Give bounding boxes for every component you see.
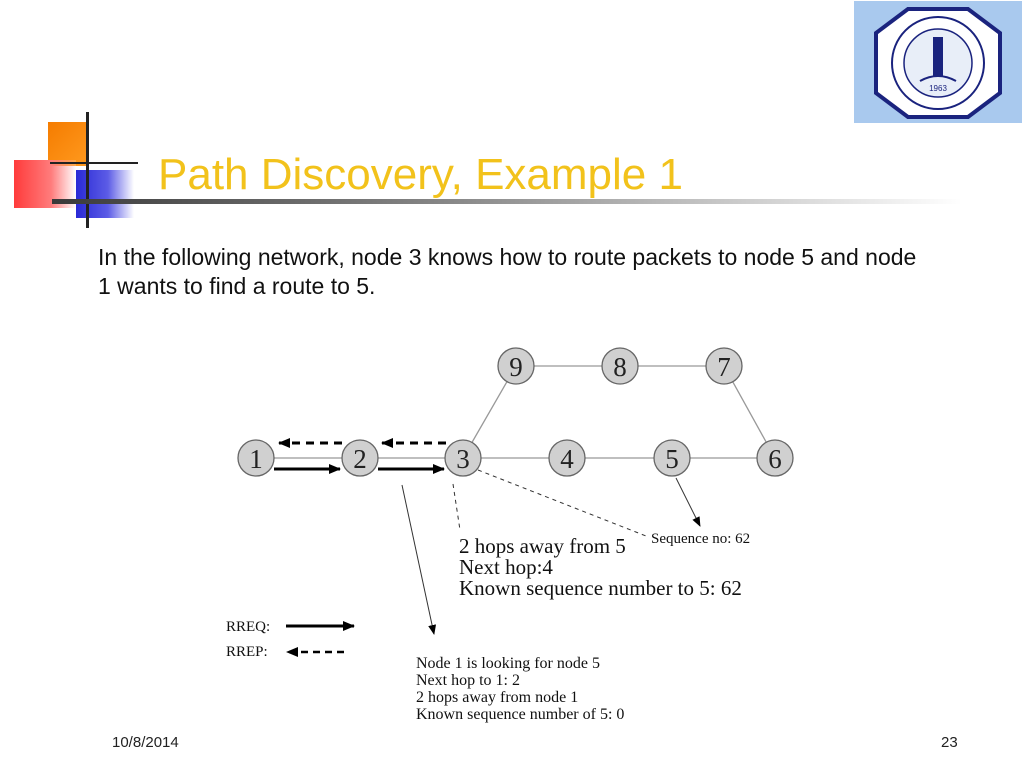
node-8: 8 (601, 347, 639, 385)
node1-annotation-line2: Next hop to 1: 2 (416, 672, 520, 689)
annotation-pointers (401, 469, 701, 635)
node1-annotation: Node 1 is looking for node 5 Next hop to… (416, 655, 624, 723)
node1-annotation-line1: Node 1 is looking for node 5 (416, 655, 600, 672)
node3-annotation-line3: Known sequence number to 5: 62 (459, 576, 742, 600)
university-seal-icon: 1963 (874, 7, 1002, 119)
node5-sequence-label: Sequence no: 62 (651, 531, 750, 547)
pointer-node2 (401, 484, 437, 635)
node-label: 3 (456, 444, 470, 474)
seal-year: 1963 (929, 84, 947, 93)
deco-vertical-line (86, 112, 89, 228)
slide-title: Path Discovery, Example 1 (158, 150, 683, 199)
deco-orange-square (48, 122, 88, 166)
node3-annotation-line2: Next hop:4 (459, 555, 553, 579)
node-label: 9 (509, 352, 523, 382)
legend-rreq-label: RREQ: (226, 619, 270, 635)
node-label: 5 (665, 444, 679, 474)
node-6: 6 (756, 439, 794, 477)
node3-annotation: 2 hops away from 5 Next hop:4 Known sequ… (459, 534, 742, 600)
node-label: 8 (613, 352, 627, 382)
pointer-node3-left (452, 483, 461, 531)
node-label: 4 (560, 444, 574, 474)
university-logo: 1963 (854, 1, 1022, 123)
legend-rrep-label: RREP: (226, 644, 268, 660)
node-label: 7 (717, 352, 731, 382)
node-label: 2 (353, 444, 367, 474)
node-label: 6 (768, 444, 782, 474)
node-7: 7 (705, 347, 743, 385)
pointer-node5 (675, 477, 701, 527)
node-2: 2 (341, 439, 379, 477)
node-1: 1 (237, 439, 275, 477)
arrow-legend: RREQ: RREP: (226, 619, 355, 660)
slide-page-number: 23 (941, 734, 958, 751)
deco-horizontal-line (50, 162, 138, 164)
node-5: 5 (653, 439, 691, 477)
node-label: 1 (249, 444, 263, 474)
node3-annotation-line1: 2 hops away from 5 (459, 534, 626, 558)
node-9: 9 (497, 347, 535, 385)
node1-annotation-line4: Known sequence number of 5: 0 (416, 706, 624, 723)
slide-body-text: In the following network, node 3 knows h… (98, 244, 917, 299)
title-underline (52, 199, 962, 204)
pointer-node3-right (477, 469, 647, 537)
network-nodes: 1 2 3 4 5 6 7 8 (237, 347, 794, 477)
deco-blue-square (76, 170, 134, 218)
node-3: 3 (444, 439, 482, 477)
node-4: 4 (548, 439, 586, 477)
node1-annotation-line3: 2 hops away from node 1 (416, 689, 578, 706)
slide-date: 10/8/2014 (112, 734, 179, 751)
